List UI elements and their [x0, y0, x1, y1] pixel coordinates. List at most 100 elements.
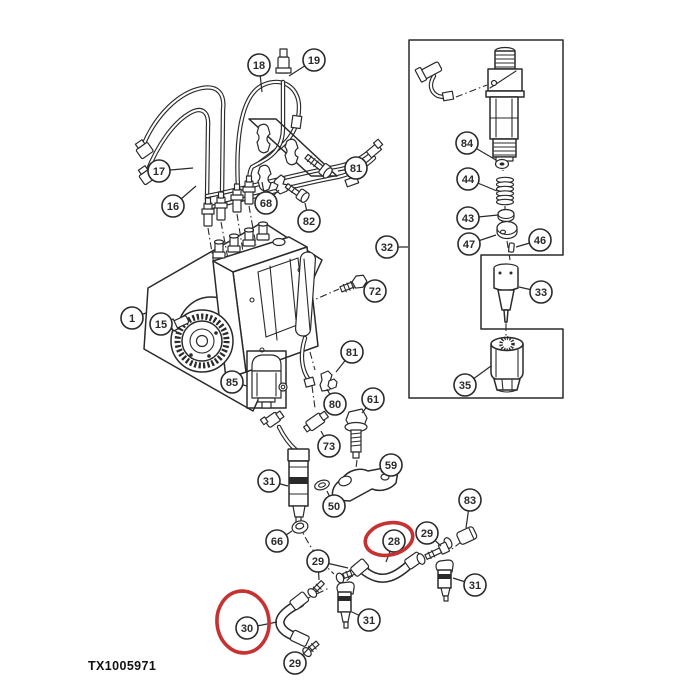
callout-33: 33 [518, 280, 553, 304]
callout-number: 29 [421, 528, 433, 540]
washer-84 [494, 158, 510, 170]
callout-number: 72 [369, 286, 381, 298]
callout-circle [257, 469, 281, 493]
callout-circle [361, 387, 385, 411]
return-line-clamps [319, 370, 338, 392]
callout-circle [456, 206, 480, 230]
callout-number: 43 [462, 213, 474, 225]
callout-circle [247, 53, 271, 77]
callout-number: 31 [469, 580, 481, 592]
clamp-screw-29 [307, 580, 325, 598]
tube-end-fitting [275, 48, 292, 74]
red-highlights [215, 520, 415, 655]
callout-number: 84 [461, 138, 474, 150]
callout-30: 30 [235, 616, 278, 640]
plate-47 [496, 220, 518, 240]
callout-number: 31 [363, 615, 375, 627]
callout-circle [456, 167, 480, 191]
callout-number: 44 [462, 174, 475, 186]
clamp-half [257, 164, 272, 192]
callout-number: 15 [155, 319, 167, 331]
spring-44 [495, 176, 515, 206]
bushing-83 [456, 526, 478, 545]
clamp-screw-29 [302, 640, 320, 658]
callout-number: 73 [323, 441, 335, 453]
callout-circle [529, 280, 553, 304]
connector-73 [303, 410, 329, 433]
clamp-parts-68-82 [257, 164, 310, 203]
tee-screw [424, 541, 450, 560]
callout-circle [297, 209, 321, 233]
figure-code: TX1005971 [88, 659, 156, 673]
callout-43: 43 [456, 206, 499, 230]
hose-end-cap [289, 591, 310, 611]
callout-circle [463, 573, 487, 597]
pump-drive-gear [168, 309, 234, 373]
callout-number: 81 [350, 163, 362, 175]
callout-29: 29 [306, 549, 349, 581]
callout-1: 1 [120, 306, 147, 330]
callout-circle [528, 228, 552, 252]
callout-46: 46 [515, 228, 552, 252]
callout-number: 1 [129, 313, 135, 325]
callout-number: 19 [308, 55, 320, 67]
clamp-screw [304, 153, 333, 179]
pump-bracket [294, 251, 317, 337]
highlight-ellipse-28 [363, 520, 415, 558]
callout-number: 16 [167, 201, 179, 213]
callout-circle [322, 494, 346, 518]
callout-number: 81 [346, 347, 358, 359]
callout-47: 47 [457, 232, 497, 256]
filler-cap [272, 237, 286, 247]
fitting-31 [336, 581, 355, 629]
upper-injector-31 [259, 410, 310, 524]
callout-18: 18 [247, 53, 271, 93]
callout-circle [415, 521, 439, 545]
tube-end-fitting [134, 139, 154, 160]
callout-28: 28 [382, 529, 406, 563]
callout-circle [161, 194, 185, 218]
callout-number: 46 [534, 235, 546, 247]
callout-number: 31 [263, 476, 275, 488]
callout-72: 72 [363, 279, 387, 303]
callout-number: 68 [260, 198, 272, 210]
callout-circle [340, 340, 364, 364]
callout-number: 30 [241, 623, 253, 635]
clamp-half [273, 174, 289, 195]
callout-number: 18 [253, 60, 265, 72]
callout-circle [265, 529, 289, 553]
callout-17: 17 [147, 159, 194, 183]
callout-circle [235, 616, 259, 640]
callout-number: 32 [381, 242, 393, 254]
callout-circle [379, 453, 403, 477]
callout-number: 82 [303, 216, 315, 228]
callout-81: 81 [335, 340, 364, 373]
inlet-elbow [414, 61, 455, 102]
callout-number: 50 [328, 501, 340, 513]
callout-number: 35 [459, 380, 471, 392]
bolt-61 [344, 408, 368, 459]
callout-31: 31 [452, 573, 487, 597]
canister-85 [246, 350, 288, 409]
callout-circle [357, 608, 381, 632]
right-tee-fitting-group [416, 526, 478, 602]
callout-circle [254, 191, 278, 215]
grommet-66 [291, 520, 309, 534]
tube-union [365, 138, 384, 159]
callout-15: 15 [149, 312, 178, 336]
callout-number: 33 [535, 287, 547, 299]
callout-29: 29 [415, 521, 442, 547]
callout-68: 68 [254, 181, 280, 215]
callout-circle [457, 232, 481, 256]
callout-number: 29 [289, 658, 301, 670]
callout-19: 19 [288, 48, 326, 77]
callout-circle [344, 156, 368, 180]
callout-circle [375, 235, 399, 259]
disc-43 [497, 208, 515, 223]
callout-circle [382, 529, 406, 553]
callout-32: 32 [375, 235, 408, 259]
delivery-valve-holders [212, 221, 270, 259]
callout-16: 16 [161, 185, 197, 218]
